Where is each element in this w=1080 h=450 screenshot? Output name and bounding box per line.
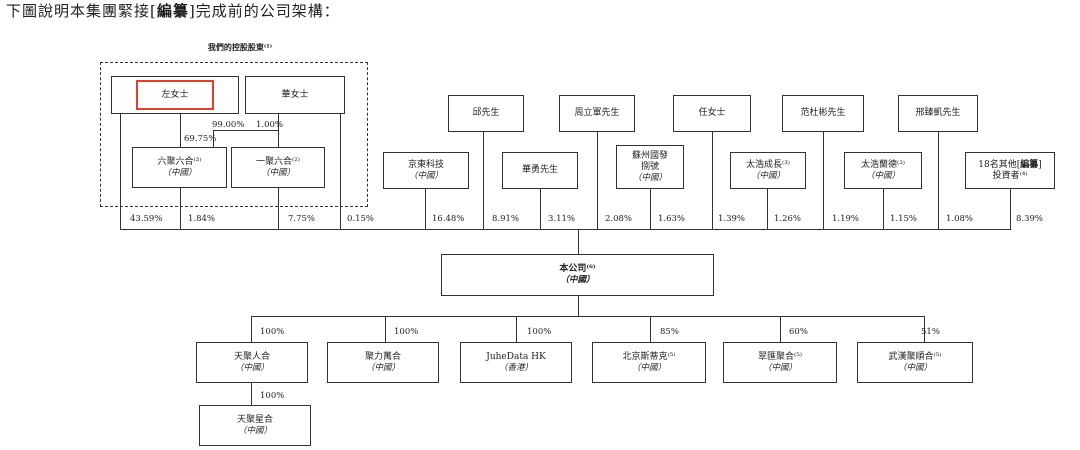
company-node: 本公司⁽⁶⁾（中國） — [441, 254, 714, 296]
tianju-node: 天聚人合（中國） — [196, 342, 308, 383]
taihao-growth-node: 太浩成長⁽³⁾（中國） — [730, 152, 806, 189]
pct-subsidiary: 100% — [260, 327, 285, 337]
pct-shareholder: 1.84% — [188, 214, 216, 224]
suzhou-node: 蘇州國發捌號（中國） — [616, 145, 684, 189]
wuhan-node: 武漢聚順合⁽⁵⁾（中國） — [857, 342, 973, 383]
pct-shareholder: 7.75% — [288, 214, 316, 224]
pct-hua-yiju: 1.00% — [256, 120, 284, 130]
pct-shareholder: 3.11% — [548, 214, 576, 224]
controlling-shareholders-group — [100, 62, 368, 207]
pct-subsidiary: 51% — [921, 327, 940, 337]
zuo-highlight: 左女士 — [136, 80, 214, 110]
pct-shareholder: 0.15% — [347, 214, 375, 224]
pct-shareholder: 1.26% — [774, 214, 802, 224]
huayong-node: 華勇先生 — [502, 152, 578, 189]
pct-shareholder: 8.91% — [492, 214, 520, 224]
structure-heading: 下圖說明本集團緊接[編纂]完成前的公司架構： — [6, 2, 340, 20]
cui-hui-node: 翠匯聚合⁽⁵⁾（中國） — [723, 342, 837, 383]
pct-subsidiary: 85% — [660, 327, 679, 337]
pct-shareholder: 16.48% — [432, 214, 465, 224]
pct-shareholder: 1.15% — [890, 214, 918, 224]
zuo-node: 左女士 — [111, 76, 239, 114]
pct-shareholder: 1.19% — [832, 214, 860, 224]
pct-shareholder: 2.08% — [605, 214, 633, 224]
tianju-star-node: 天聚星合（中國） — [199, 405, 311, 446]
xing-node: 邢臻凱先生 — [898, 95, 978, 132]
pct-shareholder: 8.39% — [1016, 214, 1044, 224]
taihao-lande-node: 太浩蘭德⁽³⁾（中國） — [844, 152, 922, 189]
hua-ms-node: 華女士 — [245, 76, 345, 114]
julee-node: 聚力萬合（中國） — [327, 342, 439, 383]
liuju-node: 六聚六合⁽²⁾（中國） — [132, 147, 227, 188]
controlling-shareholders-title: 我們的控股股東⁽¹⁾ — [207, 42, 273, 52]
yiju-node: 一聚六合⁽²⁾（中國） — [231, 147, 325, 188]
pct-shareholder: 43.59% — [130, 214, 163, 224]
other-investors-node: 18名其他[編纂]投資者⁽⁴⁾ — [965, 152, 1055, 189]
pct-subsidiary: 100% — [394, 327, 419, 337]
fan-node: 范杜彬先生 — [782, 95, 864, 132]
ren-node: 任女士 — [673, 95, 751, 132]
beijing-stick-node: 北京斯蒂克⁽⁵⁾（中國） — [592, 342, 706, 383]
pct-hua-liuju: 99.00% — [212, 120, 245, 130]
pct-subsidiary: 60% — [789, 327, 808, 337]
pct-subsidiary: 100% — [527, 327, 552, 337]
qiu-node: 邱先生 — [448, 95, 524, 132]
pct-shareholder: 1.39% — [718, 214, 746, 224]
pct-shareholder: 1.08% — [946, 214, 974, 224]
pct-shareholder: 1.63% — [658, 214, 686, 224]
pct-tianju-star: 100% — [260, 391, 285, 401]
heading-redacted-word: 編纂 — [156, 2, 189, 20]
zhou-node: 周立軍先生 — [559, 95, 635, 132]
pct-zuo-liuju: 69.75% — [184, 134, 217, 144]
jd-node: 京東科技（中國） — [383, 152, 469, 189]
juhedata-hk-node: JuheData HK（香港） — [460, 342, 572, 383]
